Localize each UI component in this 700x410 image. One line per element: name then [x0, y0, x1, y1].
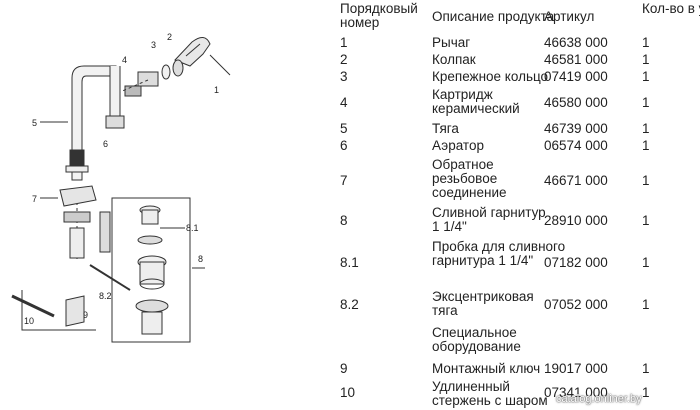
- row-num: 8.1: [340, 255, 359, 270]
- row-qty: 1: [642, 138, 650, 153]
- row-art: 28910 000: [544, 213, 608, 228]
- row-qty: 1: [642, 361, 650, 376]
- parts-diagram: 1 2 3 4 5 6 7 8 8.1 8.2 9 10: [11, 32, 231, 343]
- callout-8-2: 8.2: [99, 291, 112, 301]
- row-qty: 1: [642, 173, 650, 188]
- row-desc: Эксцентриковая тяга: [432, 289, 534, 318]
- callout-5: 5: [32, 118, 37, 128]
- row-desc: Крепежное кольцо: [432, 69, 549, 84]
- row-desc: Аэратор: [432, 138, 484, 153]
- callout-7: 7: [32, 194, 37, 204]
- callout-10: 10: [24, 316, 34, 326]
- row-num: 8: [340, 213, 348, 228]
- row-art: 46581 000: [544, 52, 608, 67]
- callout-3: 3: [151, 40, 156, 50]
- row-art: 06574 000: [544, 138, 608, 153]
- callout-8: 8: [198, 254, 203, 264]
- eccentric-rod-part: [89, 264, 131, 291]
- row-desc: Колпак: [432, 52, 476, 67]
- row-art: 46580 000: [544, 95, 608, 110]
- row-art: 07341 000: [544, 385, 608, 400]
- row-qty: 1: [642, 213, 650, 228]
- row-art: 07052 000: [544, 297, 608, 312]
- row-qty: 1: [642, 297, 650, 312]
- callout-6: 6: [103, 139, 108, 149]
- row-art: 07182 000: [544, 255, 608, 270]
- watermark: catalog.onliner.by: [556, 393, 642, 405]
- lever-part: [174, 37, 211, 67]
- cap-part: [172, 59, 184, 77]
- callout-8-1: 8.1: [186, 223, 199, 233]
- header-num: Порядковый номер: [340, 1, 418, 30]
- row-num: 4: [340, 95, 348, 110]
- row-qty: 1: [642, 69, 650, 84]
- mounting-part: [59, 185, 97, 207]
- row-desc: Рычаг: [432, 35, 471, 50]
- row-art: 07419 000: [544, 69, 608, 84]
- row-desc: Специальное оборудование: [432, 325, 521, 354]
- fixing-ring-part: [161, 64, 171, 80]
- header-qty: Кол-во в упаковке: [642, 1, 700, 16]
- wrench-part: [65, 295, 85, 327]
- row-num: 8.2: [340, 297, 359, 312]
- row-qty: 1: [642, 385, 650, 400]
- row-art: 46638 000: [544, 35, 608, 50]
- row-num: 1: [340, 35, 348, 50]
- row-num: 5: [340, 121, 348, 136]
- rod-part: [11, 294, 55, 318]
- row-art: 19017 000: [544, 361, 608, 376]
- row-num: 6: [340, 138, 348, 153]
- row-num: 2: [340, 52, 348, 67]
- row-num: 10: [340, 385, 356, 400]
- row-desc: Монтажный ключ: [432, 361, 541, 376]
- row-num: 3: [340, 69, 348, 84]
- row-qty: 1: [642, 255, 650, 270]
- row-desc: Удлиненный стержень с шаром: [432, 379, 548, 408]
- cartridge-part: [137, 71, 159, 87]
- row-num: 7: [340, 173, 348, 188]
- parts-table: Порядковый номер Описание продукта Артик…: [340, 0, 700, 410]
- callout-2: 2: [167, 32, 172, 42]
- header-art: Артикул: [544, 9, 595, 24]
- row-num: 9: [340, 361, 348, 376]
- row-desc: Пробка для сливного гарнитура 1 1/4": [432, 239, 566, 268]
- row-qty: 1: [642, 121, 650, 136]
- row-desc: Картридж керамический: [432, 87, 520, 116]
- callout-9: 9: [83, 310, 88, 320]
- callout-4: 4: [122, 55, 127, 65]
- row-qty: 1: [642, 52, 650, 67]
- row-desc: Обратное резьбовое соединение: [432, 157, 507, 200]
- row-art: 46739 000: [544, 121, 608, 136]
- row-desc: Тяга: [432, 121, 459, 136]
- header-desc: Описание продукта: [432, 9, 555, 24]
- row-desc: Сливной гарнитур 1 1/4": [432, 205, 546, 234]
- callout-1: 1: [214, 85, 219, 95]
- row-qty: 1: [642, 35, 650, 50]
- row-art: 46671 000: [544, 173, 608, 188]
- row-qty: 1: [642, 95, 650, 110]
